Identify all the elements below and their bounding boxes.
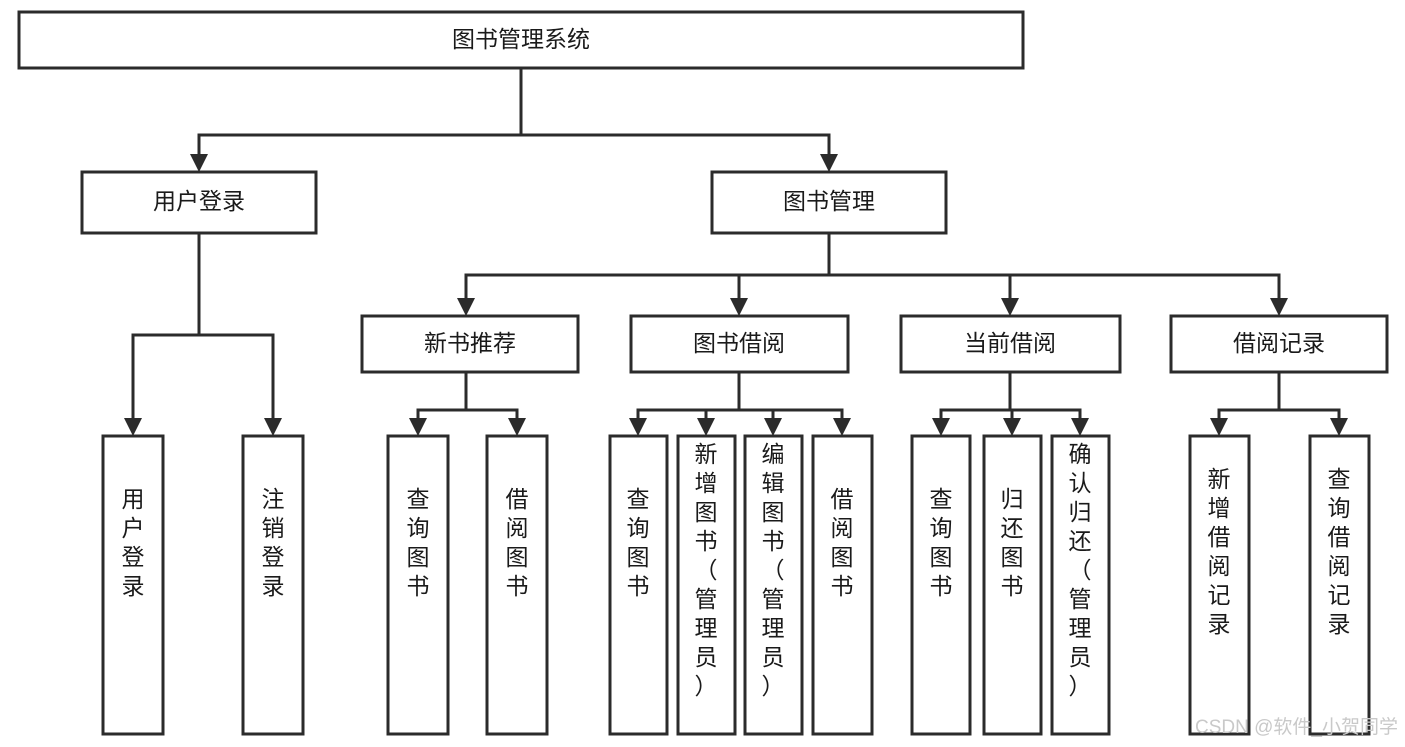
node-leaf-borrow-borrow-book-box bbox=[811, 434, 874, 736]
node-book-borrow-box bbox=[629, 314, 850, 374]
arrow-head-book-borrow bbox=[730, 298, 748, 316]
node-borrow-records[interactable]: 借阅记录 bbox=[1169, 314, 1389, 374]
node-leaf-borrow-edit-book-label: 编辑图书（管理员） bbox=[762, 441, 785, 699]
node-leaf-record-add[interactable]: 新增借阅记录 bbox=[1188, 434, 1251, 736]
arrow-head-user-login bbox=[190, 154, 208, 172]
node-leaf-current-query-book-label: 查询图书 bbox=[930, 486, 953, 599]
node-leaf-borrow-borrow-book[interactable]: 借阅图书 bbox=[811, 434, 874, 736]
node-leaf-recommend-query-book-label: 查询图书 bbox=[407, 486, 430, 599]
node-leaf-recommend-query-book[interactable]: 查询图书 bbox=[386, 434, 450, 736]
arrow-head-current-return-book bbox=[1003, 418, 1021, 436]
node-new-book-recommend[interactable]: 新书推荐 bbox=[360, 314, 580, 374]
node-leaf-user-login[interactable]: 用户登录 bbox=[101, 434, 165, 736]
node-leaf-recommend-borrow-book-label: 借阅图书 bbox=[506, 486, 529, 599]
node-leaf-current-confirm-return[interactable]: 确认归还（管理员） bbox=[1050, 434, 1111, 736]
node-leaf-current-return-book-box bbox=[982, 434, 1043, 736]
node-user-login-label: 用户登录 bbox=[153, 188, 245, 214]
node-leaf-current-query-book[interactable]: 查询图书 bbox=[910, 434, 972, 736]
node-leaf-recommend-borrow-book-box bbox=[485, 434, 549, 736]
arrow-head-recommend-borrow-book bbox=[508, 418, 526, 436]
node-leaf-borrow-query-book-label: 查询图书 bbox=[627, 486, 650, 599]
node-book-management[interactable]: 图书管理 bbox=[710, 170, 948, 235]
node-leaf-current-return-book-label: 归还图书 bbox=[1001, 486, 1024, 599]
arrow-head-leaf-user-login bbox=[124, 418, 142, 436]
arrow-head-record-query bbox=[1330, 418, 1348, 436]
arrow-head-current-confirm-return bbox=[1071, 418, 1089, 436]
node-leaf-recommend-borrow-book[interactable]: 借阅图书 bbox=[485, 434, 549, 736]
node-leaf-record-add-box bbox=[1188, 434, 1251, 736]
node-user-login[interactable]: 用户登录 bbox=[80, 170, 318, 235]
arrow-head-borrow-borrow-book bbox=[833, 418, 851, 436]
arrow-head-record-add bbox=[1210, 418, 1228, 436]
node-leaf-borrow-query-book-box bbox=[608, 434, 669, 736]
node-leaf-current-confirm-return-label: 确认归还（管理员） bbox=[1069, 441, 1092, 699]
node-book-management-label: 图书管理 bbox=[783, 188, 875, 214]
node-root-label: 图书管理系统 bbox=[452, 26, 590, 52]
node-book-borrow-label: 图书借阅 bbox=[693, 330, 785, 356]
arrow-head-new-book-recommend bbox=[457, 298, 475, 316]
node-user-login-box bbox=[80, 170, 318, 235]
arrow-head-book-management bbox=[820, 154, 838, 172]
arrow-head-leaf-user-logout bbox=[264, 418, 282, 436]
node-leaf-current-return-book[interactable]: 归还图书 bbox=[982, 434, 1043, 736]
node-current-borrow-box bbox=[899, 314, 1122, 374]
node-borrow-records-label: 借阅记录 bbox=[1233, 330, 1325, 356]
node-book-management-box bbox=[710, 170, 948, 235]
node-leaf-record-query[interactable]: 查询借阅记录 bbox=[1308, 434, 1371, 736]
node-current-borrow-label: 当前借阅 bbox=[964, 330, 1056, 356]
node-leaf-recommend-query-book-box bbox=[386, 434, 450, 736]
arrow-head-recommend-query-book bbox=[409, 418, 427, 436]
arrow-head-borrow-add-book bbox=[697, 418, 715, 436]
node-leaf-borrow-edit-book[interactable]: 编辑图书（管理员） bbox=[743, 434, 804, 736]
node-leaf-borrow-borrow-book-label: 借阅图书 bbox=[831, 486, 854, 599]
node-leaf-record-query-label: 查询借阅记录 bbox=[1328, 466, 1351, 637]
node-book-borrow[interactable]: 图书借阅 bbox=[629, 314, 850, 374]
node-borrow-records-box bbox=[1169, 314, 1389, 374]
node-leaf-user-login-box bbox=[101, 434, 165, 736]
node-leaf-user-logout[interactable]: 注销登录 bbox=[241, 434, 305, 736]
node-leaf-borrow-add-book-label: 新增图书（管理员） bbox=[695, 441, 718, 699]
node-new-book-recommend-box bbox=[360, 314, 580, 374]
node-leaf-borrow-add-book[interactable]: 新增图书（管理员） bbox=[676, 434, 737, 736]
node-leaf-user-logout-label: 注销登录 bbox=[262, 486, 285, 599]
node-root[interactable]: 图书管理系统 bbox=[17, 10, 1025, 70]
arrow-head-borrow-records bbox=[1270, 298, 1288, 316]
arrow-head-borrow-query-book bbox=[629, 418, 647, 436]
node-leaf-user-logout-box bbox=[241, 434, 305, 736]
node-leaf-borrow-query-book[interactable]: 查询图书 bbox=[608, 434, 669, 736]
connector-layer bbox=[124, 66, 1348, 436]
arrow-head-borrow-edit-book bbox=[764, 418, 782, 436]
csdn-watermark: CSDN @软件_小贺同学 bbox=[1195, 716, 1398, 738]
node-leaf-record-query-box bbox=[1308, 434, 1371, 736]
arrow-head-current-borrow bbox=[1001, 298, 1019, 316]
node-leaf-record-add-label: 新增借阅记录 bbox=[1208, 466, 1231, 637]
node-current-borrow[interactable]: 当前借阅 bbox=[899, 314, 1122, 374]
arrow-head-current-query-book bbox=[932, 418, 950, 436]
node-leaf-user-login-label: 用户登录 bbox=[122, 486, 145, 599]
node-leaf-borrow-add-book-box bbox=[676, 434, 737, 736]
node-new-book-recommend-label: 新书推荐 bbox=[424, 330, 516, 356]
node-leaf-current-query-book-box bbox=[910, 434, 972, 736]
node-leaf-current-confirm-return-box bbox=[1050, 434, 1111, 736]
node-leaf-borrow-edit-book-box bbox=[743, 434, 804, 736]
node-root-box bbox=[17, 10, 1025, 70]
